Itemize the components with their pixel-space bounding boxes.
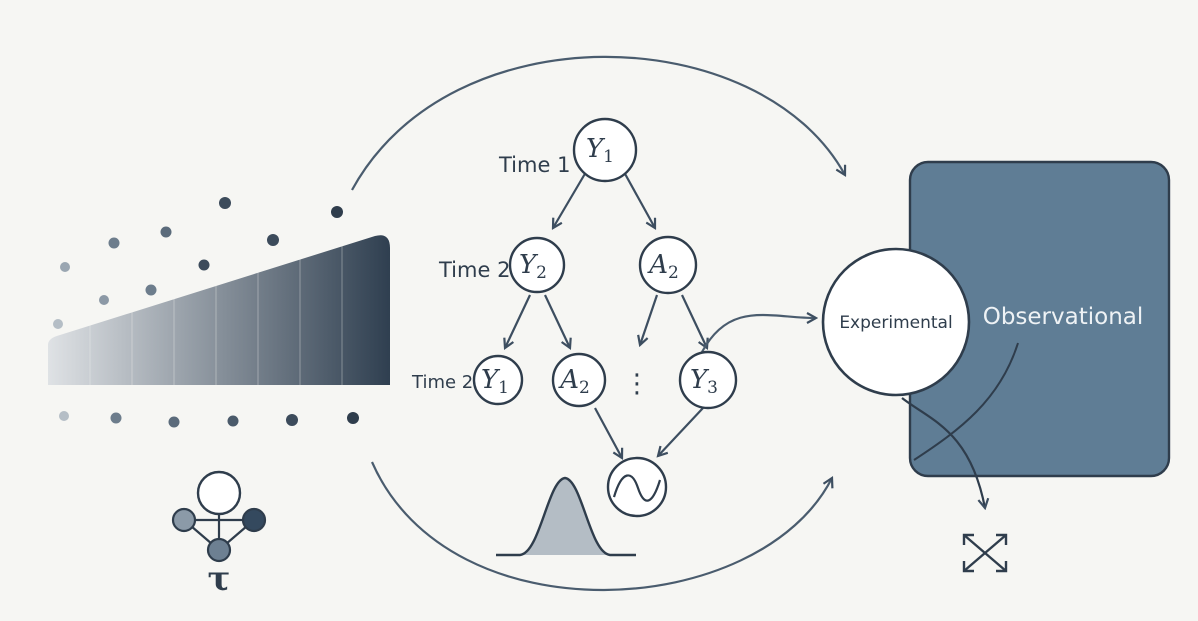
svg-text:A2: A2 xyxy=(647,250,679,283)
node-y2: Y2 xyxy=(508,236,566,294)
bell-curve-icon xyxy=(496,476,636,557)
node-y3: Y3 xyxy=(678,350,738,410)
causal-graph-icon xyxy=(171,470,267,563)
y3-to-experimental-arrow xyxy=(701,315,816,353)
svg-text:A2: A2 xyxy=(558,365,590,398)
ellipsis-vertical: ⋮ xyxy=(624,369,650,399)
top-arc-arrow xyxy=(351,55,845,191)
svg-text:Y1: Y1 xyxy=(481,365,509,398)
node-y1-top: Y1 xyxy=(572,117,638,183)
scatter-dots-icon xyxy=(53,197,359,428)
gradient-wedge-icon xyxy=(48,235,390,385)
svg-text:Y1: Y1 xyxy=(586,134,614,167)
observational-label: Observational xyxy=(983,304,1144,330)
sine-wave-icon xyxy=(606,456,668,518)
time-label-2: Time 2 xyxy=(438,258,510,282)
box-inner-curve xyxy=(913,342,1019,461)
bottom-arc-arrow xyxy=(370,461,832,592)
box-exit-arrow xyxy=(901,397,985,508)
svg-text:Y2: Y2 xyxy=(519,250,547,283)
tree-edges xyxy=(505,171,707,458)
tau-symbol: τ xyxy=(208,559,231,599)
experimental-circle xyxy=(821,247,971,397)
time-label-1: Time 1 xyxy=(498,153,570,177)
node-y1-bottom: Y1 xyxy=(472,354,524,406)
cross-arrows-icon xyxy=(962,533,1008,573)
node-a2-bottom: A2 xyxy=(551,352,607,408)
node-a2: A2 xyxy=(638,235,698,295)
experimental-label: Experimental xyxy=(839,313,952,333)
svg-text:Y3: Y3 xyxy=(690,365,718,398)
time-label-3: Time 2 xyxy=(411,372,473,393)
